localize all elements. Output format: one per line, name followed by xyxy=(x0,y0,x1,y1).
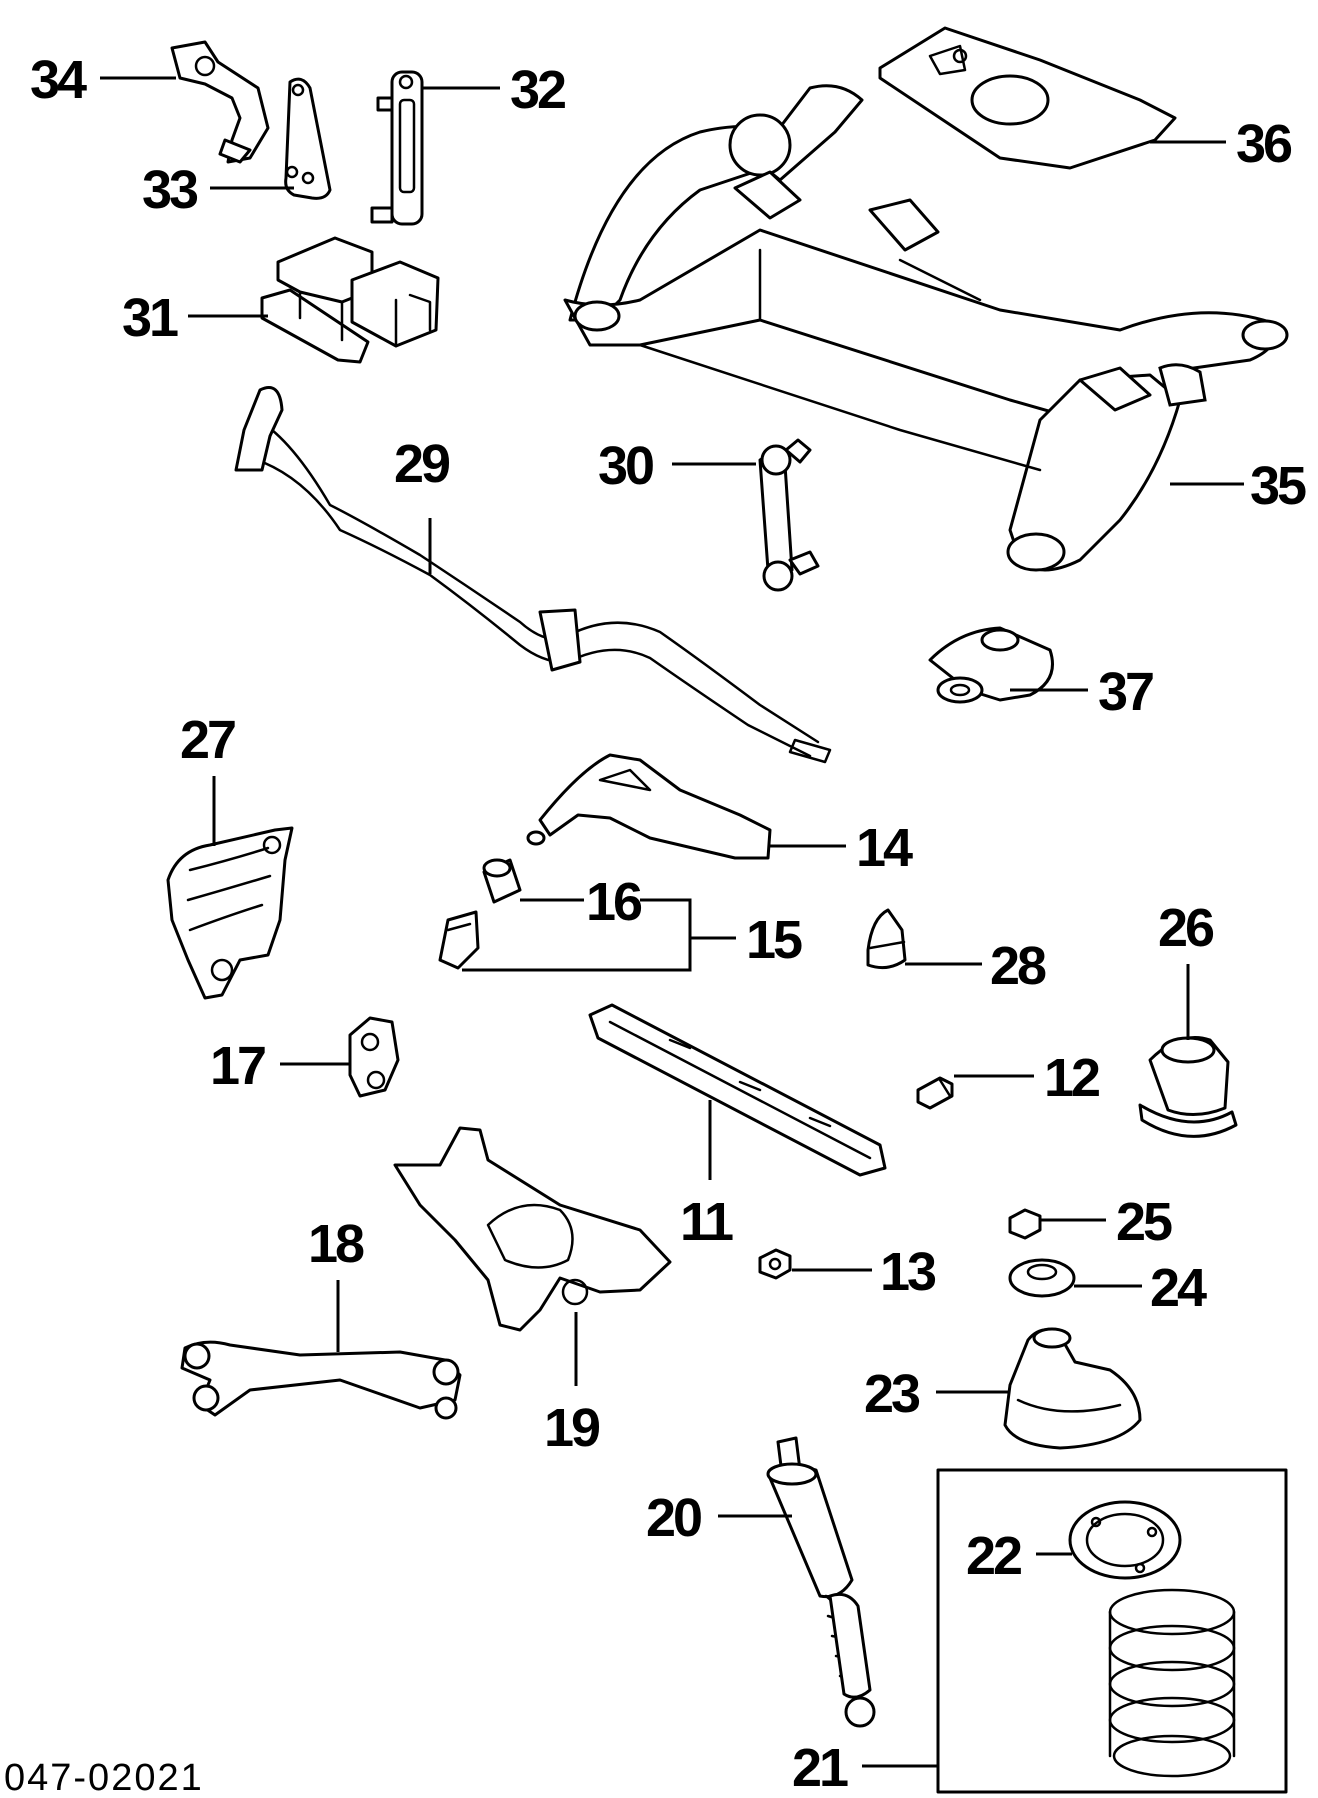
part-21-coil-spring xyxy=(1108,1588,1236,1778)
callout-26: 26 xyxy=(1158,898,1214,958)
callout-15: 15 xyxy=(746,910,802,970)
part-25-nut xyxy=(1008,1208,1042,1240)
callout-31: 31 xyxy=(122,288,178,348)
part-20-shock-absorber xyxy=(766,1436,876,1728)
reference-code: 047-02021 xyxy=(4,1757,204,1798)
callout-24: 24 xyxy=(1150,1258,1207,1318)
callout-29: 29 xyxy=(394,434,450,494)
part-24-washer xyxy=(1008,1258,1076,1298)
part-32-end-link xyxy=(370,70,424,226)
callout-13: 13 xyxy=(880,1242,936,1302)
part-21-22-box xyxy=(936,1468,1288,1794)
part-13-nut xyxy=(758,1248,792,1280)
part-31-mount xyxy=(260,236,440,364)
callout-27: 27 xyxy=(180,710,235,770)
part-14-arm xyxy=(526,753,772,860)
part-11-link xyxy=(588,1003,887,1177)
part-23-insulator xyxy=(1003,1327,1142,1450)
part-34-bracket xyxy=(170,40,270,164)
callout-35: 35 xyxy=(1250,456,1306,516)
leader-15 xyxy=(462,898,736,972)
callout-37: 37 xyxy=(1098,662,1153,722)
part-15-bracket xyxy=(438,910,480,970)
part-28-bump-stop xyxy=(866,908,907,970)
part-12-bolt xyxy=(916,1076,954,1110)
part-29-stabilizer-bar xyxy=(234,386,832,764)
callout-25: 25 xyxy=(1116,1192,1172,1252)
callout-11: 11 xyxy=(680,1192,733,1252)
callout-labels: 34 33 32 31 36 35 30 29 37 27 14 16 15 2… xyxy=(30,50,1309,1798)
callout-16: 16 xyxy=(586,872,642,932)
callout-21: 21 xyxy=(792,1738,848,1798)
part-26-insulator xyxy=(1138,1036,1238,1138)
callout-19: 19 xyxy=(544,1398,600,1458)
leader-lines xyxy=(100,76,1244,1768)
callout-23: 23 xyxy=(864,1364,920,1424)
part-19-knuckle xyxy=(393,1126,672,1332)
callout-36: 36 xyxy=(1236,114,1292,174)
part-18-lower-arm xyxy=(180,1340,462,1420)
part-22-spring-seat xyxy=(1068,1500,1182,1580)
part-27-shield xyxy=(166,826,294,1000)
part-30-link xyxy=(758,438,820,592)
callout-30: 30 xyxy=(598,436,653,496)
callout-14: 14 xyxy=(856,818,913,878)
part-36-plate xyxy=(878,26,1177,170)
part-37-mount xyxy=(928,626,1054,704)
callout-28: 28 xyxy=(990,936,1046,996)
callout-12: 12 xyxy=(1044,1048,1099,1108)
callout-33: 33 xyxy=(142,160,198,220)
part-16-bushing xyxy=(482,858,522,904)
part-35-crossmember xyxy=(563,84,1289,572)
callout-18: 18 xyxy=(308,1214,364,1274)
callout-34: 34 xyxy=(30,50,87,110)
callout-17: 17 xyxy=(210,1036,265,1096)
part-33-plate xyxy=(284,77,332,200)
callout-22: 22 xyxy=(966,1526,1021,1586)
part-17-bracket xyxy=(348,1016,400,1098)
callout-32: 32 xyxy=(510,60,565,120)
callout-20: 20 xyxy=(646,1488,701,1548)
